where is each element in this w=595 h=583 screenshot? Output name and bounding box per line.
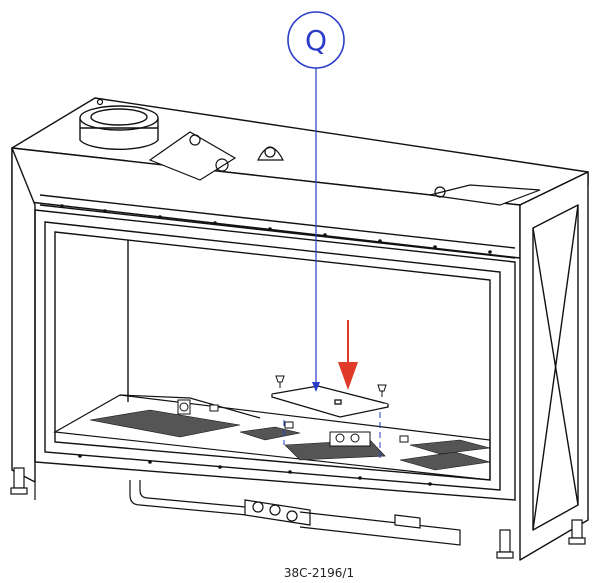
gas-tube-base: [34, 480, 461, 546]
burner-mechanism: [177, 399, 409, 447]
fireplace-body: [11, 97, 589, 561]
frame-screws: [60, 204, 492, 486]
firebox-floor: [53, 394, 491, 481]
flue-collar: [79, 105, 159, 151]
adjustable-feet: [10, 467, 586, 559]
cover-plate: [271, 385, 389, 418]
callout-leader-arrowhead: [312, 382, 320, 392]
callout-q: Q: [287, 11, 345, 392]
screw-alignment-lines: [283, 412, 381, 458]
reference-code: 38C-2196/1: [284, 566, 354, 580]
red-down-arrow-icon: [338, 320, 358, 390]
cover-plate-screws: [275, 375, 387, 397]
callout-letter: Q: [305, 24, 327, 57]
top-hardware: [96, 98, 541, 206]
